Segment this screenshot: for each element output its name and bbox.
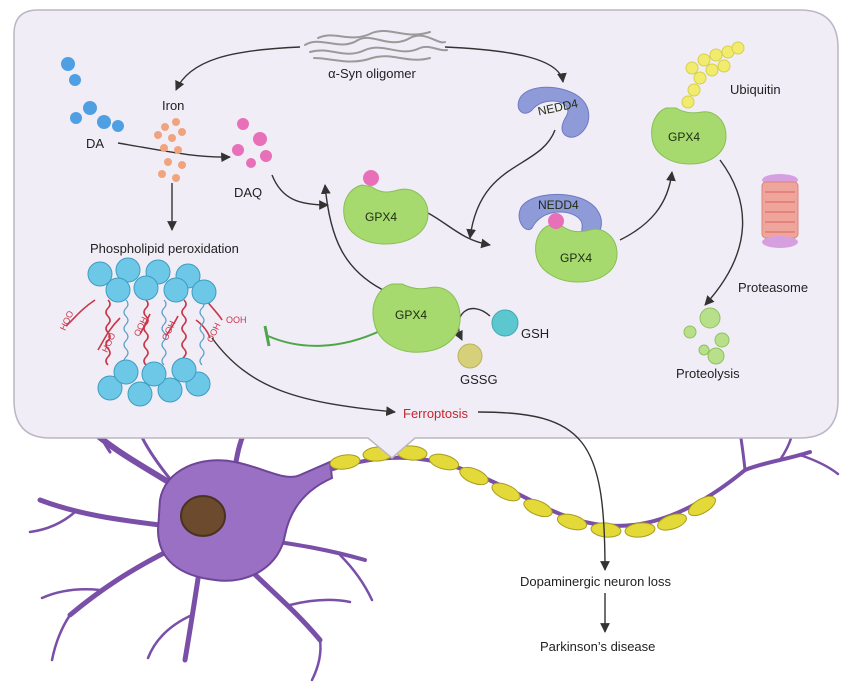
proteasome-icon (761, 174, 799, 248)
phospholipid-peroxidation-label: Phospholipid peroxidation (90, 241, 239, 256)
myelin-segment (624, 522, 656, 538)
iron-particles (154, 118, 186, 182)
myelin-segment (688, 495, 716, 517)
arrow-syn-to-nedd4 (444, 46, 567, 83)
oxidized-lipid-tail (139, 313, 151, 335)
lipid-head (141, 361, 167, 387)
da-label: DA (86, 136, 104, 151)
gpx4-ubiquitinated-label: GPX4 (668, 130, 700, 144)
gssg-icon (457, 343, 483, 369)
nedd4-bound-label: NEDD4 (538, 198, 579, 212)
gpx4-blob-gsh (372, 283, 461, 353)
pathway-arrows (117, 46, 744, 633)
oxidized-lipid-tail (65, 299, 96, 327)
arrow-syn-to-iron (175, 46, 301, 91)
oxidized-lipid-tail (97, 317, 121, 351)
gpx4-complex-label: GPX4 (560, 251, 592, 265)
arrow-peroxidation-to-ferroptosis (211, 337, 396, 417)
myelin-segment (590, 522, 622, 538)
iron-label: Iron (162, 98, 184, 113)
lipid-head (97, 375, 123, 401)
alpha-syn-oligomer-icon (304, 29, 448, 63)
gpx4-blob-complex (535, 224, 618, 283)
lipid-head (105, 277, 131, 303)
neuron-nucleus (180, 495, 226, 537)
arrow-gpx4-regeneration (320, 184, 384, 291)
gpx4-gsh-label: GPX4 (395, 308, 427, 322)
lipid-head (171, 357, 197, 383)
arrow-complex-to-ubiquitin (619, 171, 676, 241)
myelin-segment (523, 498, 553, 518)
lipid-bilayer (65, 257, 223, 407)
myelin-segment (459, 466, 489, 486)
myelin-segment (556, 513, 588, 531)
lipid-head (113, 359, 139, 385)
nedd4-bound-icon (518, 193, 602, 239)
arrow-gpx4-to-proteolysis (704, 159, 744, 306)
arrow-nedd4-to-complex (466, 129, 556, 239)
oxidized-lipid-tail (195, 319, 211, 339)
oxidized-lipid-tail (165, 315, 179, 337)
lipid-head (163, 277, 189, 303)
gsh-icon (491, 309, 519, 337)
myelin-sheath (329, 445, 716, 538)
myelin-segment (657, 513, 687, 531)
ferroptosis-label: Ferroptosis (403, 406, 469, 421)
myelin-segment (329, 454, 361, 470)
lipid-tail (143, 299, 149, 366)
inhibition-arrow (267, 329, 383, 347)
proteasome-label: Proteasome (738, 280, 808, 295)
arrow-gpx4-to-complex (427, 212, 491, 249)
alpha-syn-label: α-Syn oligomer (328, 66, 416, 81)
daq-bound-complex-icon (548, 213, 564, 229)
gpx4-blob-daq (343, 184, 429, 245)
gpx4-blob-ubiquitinated (651, 107, 727, 165)
proteolysis-label: Proteolysis (676, 366, 740, 381)
dopaminergic-neuron-loss-label: Dopaminergic neuron loss (520, 574, 672, 589)
myelin-segment (428, 453, 460, 471)
lipid-head (87, 261, 113, 287)
lipid-head (157, 377, 183, 403)
ubiquitin-chain (681, 41, 745, 109)
gpx4-daq-label: GPX4 (365, 210, 397, 224)
ooh-label: OOH (226, 315, 247, 325)
lipid-tail (123, 299, 129, 366)
arrow-gsh-to-gssg (453, 307, 491, 341)
lipid-tail (181, 299, 187, 366)
daq-label: DAQ (234, 185, 262, 200)
arrow-ferroptosis-to-neuron-loss (477, 411, 610, 571)
neuron-soma (156, 459, 334, 582)
parkinsons-disease-label: Parkinson’s disease (540, 639, 655, 654)
ubiquitin-label: Ubiquitin (730, 82, 781, 97)
inhibition-bar (263, 325, 271, 347)
lipid-tail (199, 299, 205, 366)
arrow-daq-to-gpx4 (271, 174, 329, 210)
lipid-head (115, 257, 141, 283)
gsh-label: GSH (521, 326, 549, 341)
daq-molecules (232, 118, 272, 168)
lipid-head (133, 275, 159, 301)
lipid-head (127, 381, 153, 407)
lipid-head (191, 279, 217, 305)
proteolysis-fragments (683, 307, 730, 365)
diagram-panel (13, 9, 839, 459)
myelin-segment (491, 482, 521, 502)
nedd4-free-icon (517, 86, 590, 138)
daq-bound-icon (363, 170, 379, 186)
lipid-tail (161, 299, 167, 366)
gssg-label: GSSG (460, 372, 498, 387)
da-molecules (61, 57, 124, 132)
